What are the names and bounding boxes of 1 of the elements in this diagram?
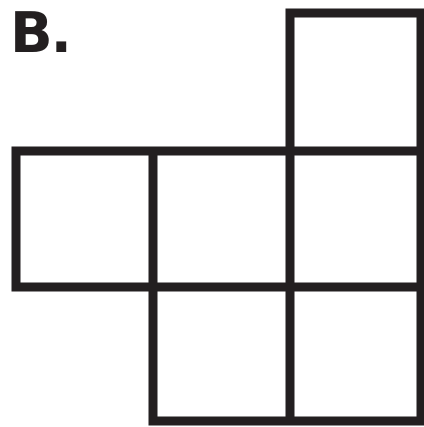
figure-label: B. bbox=[10, 6, 70, 62]
